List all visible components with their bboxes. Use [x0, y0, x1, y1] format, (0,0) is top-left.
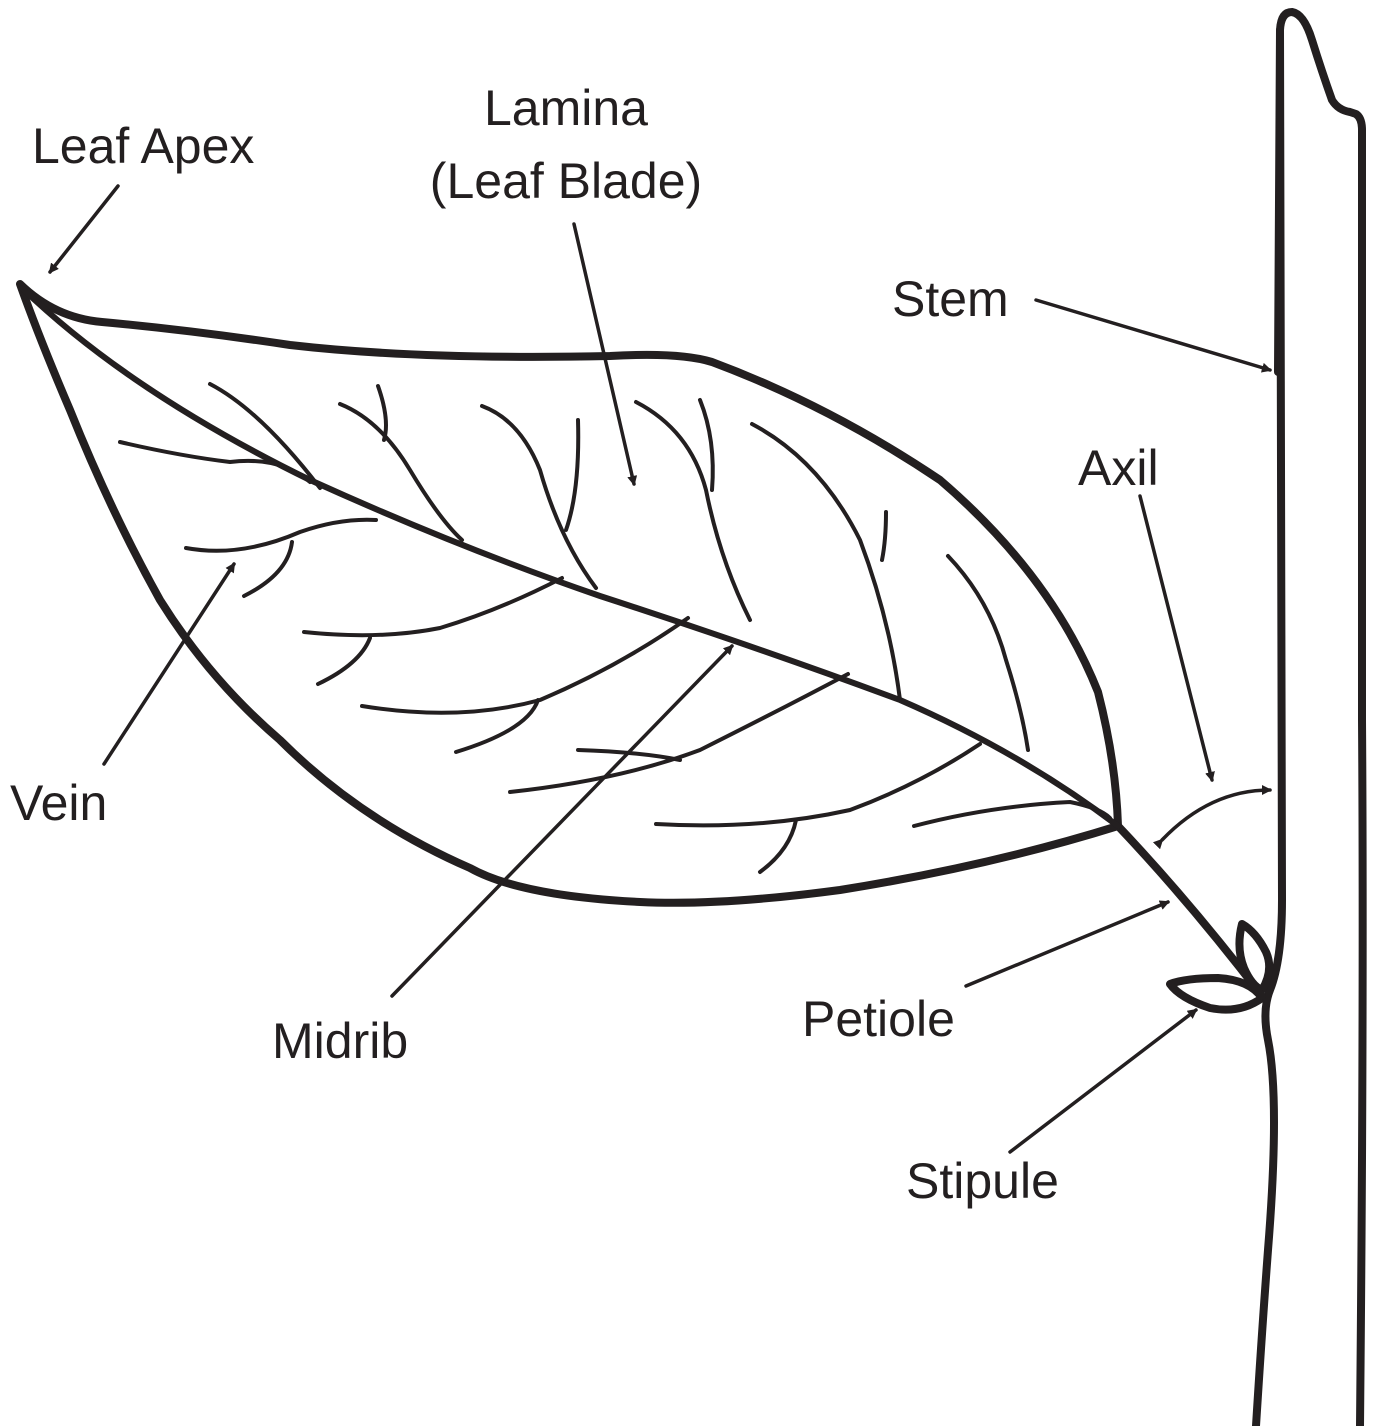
- stem-label: Stem: [892, 271, 1009, 327]
- midrib-label: Midrib: [272, 1013, 408, 1069]
- stem-shape: [1256, 12, 1363, 1426]
- midrib-pointer: [392, 646, 732, 996]
- vein-15: [318, 638, 370, 684]
- petiole-shape: [1118, 826, 1262, 996]
- vein-label: Vein: [10, 775, 107, 831]
- vein-20: [656, 744, 980, 825]
- vein-21: [760, 820, 796, 872]
- petiole-pointer: [966, 902, 1168, 986]
- vein-11: [948, 556, 1028, 750]
- leaf-apex-pointer: [50, 186, 118, 272]
- stipule-pointer: [1010, 1010, 1196, 1152]
- stem-left-edge: [1278, 12, 1363, 1426]
- stem-pointer: [1036, 300, 1270, 370]
- vein-12: [186, 520, 376, 551]
- leaf-apex-label: Leaf Apex: [32, 118, 254, 174]
- axil-angle-arc: [1162, 790, 1270, 840]
- lamina-label-line1: Lamina: [484, 80, 648, 136]
- midrib-line: [22, 288, 1118, 826]
- vein-13: [244, 542, 292, 596]
- vein-7: [636, 402, 750, 620]
- stipule-label: Stipule: [906, 1153, 1059, 1209]
- stem-front-edge: [1256, 30, 1282, 1426]
- vein-6: [566, 420, 578, 530]
- vein-pointer: [104, 564, 234, 764]
- vein-10: [882, 512, 886, 560]
- vein-14: [304, 578, 562, 635]
- vein-1: [120, 442, 310, 482]
- axil-pointer: [1140, 496, 1212, 780]
- vein-22: [914, 802, 1110, 826]
- leaf-blade-outline: [20, 284, 1118, 903]
- vein-9: [752, 424, 900, 700]
- lamina-label-line2: (Leaf Blade): [430, 153, 702, 209]
- petiole-label: Petiole: [802, 991, 955, 1047]
- axil-label: Axil: [1078, 440, 1159, 496]
